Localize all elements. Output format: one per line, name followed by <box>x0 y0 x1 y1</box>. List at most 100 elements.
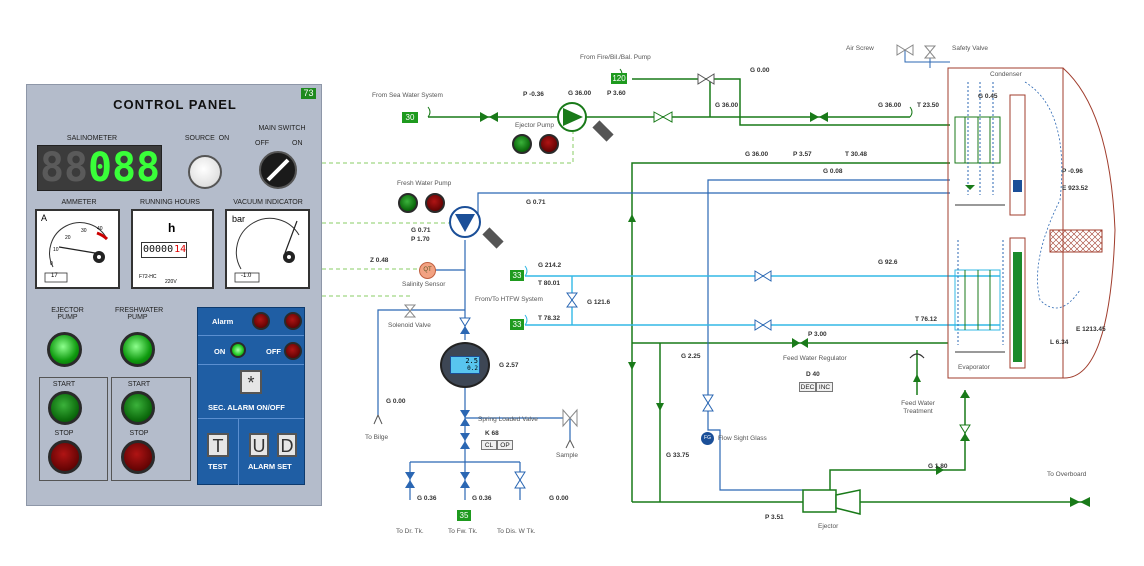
flow-meter: 2.5 0.2 <box>440 342 490 388</box>
from-sea-water-label: From Sea Water System <box>372 92 443 99</box>
g-reading: G 0.36 <box>417 495 437 502</box>
ejector-pump-stop-lamp[interactable] <box>539 134 559 154</box>
vacuum-dial-icon <box>234 217 300 283</box>
salinity-sensor-icon[interactable]: QT <box>419 262 436 279</box>
freshwater-stop-label: STOP <box>129 430 149 437</box>
g-reading: G 2.57 <box>499 362 519 369</box>
salinometer-digit: 8 <box>112 145 137 191</box>
vacuum-indicator-label: VACUUM INDICATOR <box>233 199 303 206</box>
p-reading: P 3.57 <box>793 151 812 158</box>
p-reading: P 1.70 <box>411 236 430 243</box>
freshwater-pump-running-lamp <box>120 332 155 367</box>
sec-alarm-label: SEC. ALARM ON/OFF <box>208 403 285 412</box>
source-state-text: ON <box>218 135 230 142</box>
running-hours-label: RUNNING HOURS <box>140 199 200 206</box>
close-button[interactable]: CL <box>481 440 497 450</box>
running-hours-model: F72-HC <box>139 274 157 280</box>
running-hours-digits: 00000 <box>143 244 174 255</box>
salinometer-label: SALINOMETER <box>66 135 118 142</box>
fresh-water-pump-label: Fresh Water Pump <box>397 180 452 187</box>
ammeter-model: 17 <box>51 273 58 279</box>
running-hours-voltage: 220V <box>165 279 177 285</box>
alarm-lamp-2 <box>284 312 302 330</box>
g-reading: G 92.6 <box>878 259 898 266</box>
fire-pump-tag[interactable]: 120 <box>611 73 627 84</box>
e-reading: E 923.52 <box>1062 185 1089 192</box>
panel-number-badge: 73 <box>301 88 316 99</box>
fw-tank-tag[interactable]: 35 <box>457 510 471 521</box>
evaporator-label: Evaporator <box>958 364 990 371</box>
freshwater-pump-start-button[interactable] <box>121 391 155 425</box>
htfw-supply-tag[interactable]: 33 <box>510 270 524 281</box>
g-reading: G 36.00 <box>568 90 592 97</box>
flow-meter-display: 2.5 0.2 <box>450 356 480 374</box>
condenser-label: Condenser <box>990 71 1022 78</box>
sec-alarm-star-button[interactable]: * <box>240 370 262 394</box>
z-reading: Z 0.48 <box>370 257 389 264</box>
g-reading: G 214.2 <box>538 262 562 269</box>
ejector-pump-label: Ejector Pump <box>515 122 555 129</box>
sea-water-tag[interactable]: 30 <box>402 112 418 123</box>
g-reading: G 36.00 <box>715 102 739 109</box>
g-reading: G 36.00 <box>745 151 769 158</box>
inc-button[interactable]: INC <box>816 382 833 392</box>
ejector-pump-stop-button[interactable] <box>48 440 82 474</box>
feed-water-treatment-label: Feed Water Treatment <box>901 400 935 415</box>
freshwater-pump-stop-button[interactable] <box>121 440 155 474</box>
t-reading: T 30.48 <box>845 151 868 158</box>
t-reading: T 80.01 <box>538 280 561 287</box>
to-fw-tk-label: To Fw. Tk. <box>448 528 478 535</box>
alarm-set-up-button[interactable]: U <box>249 433 269 457</box>
dec-button[interactable]: DEC <box>799 382 816 392</box>
from-htfw-label: From/To HTFW System <box>475 296 543 303</box>
k-reading: K 68 <box>485 430 499 437</box>
main-switch-indicator-icon <box>266 158 290 182</box>
t-reading: T 23.50 <box>917 102 940 109</box>
htfw-return-tag[interactable]: 33 <box>510 319 524 330</box>
main-switch-off-label: OFF <box>255 140 269 147</box>
t-reading: T 78.32 <box>538 315 561 322</box>
g-reading: G 0.00 <box>750 67 770 74</box>
alarm-on-label: ON <box>214 347 226 356</box>
alarm-panel: Alarm ON OFF * SEC. ALARM ON/OFF T U D T… <box>197 307 305 485</box>
open-button[interactable]: OP <box>497 440 513 450</box>
source-on-lamp[interactable] <box>188 155 222 189</box>
safety-valve-label: Safety Valve <box>952 45 989 52</box>
solenoid-valve-label: Solenoid Valve <box>388 322 431 329</box>
ammeter-scale-20: 20 <box>65 235 71 241</box>
g-reading: G 1.80 <box>928 463 948 470</box>
fresh-water-pump-stop-lamp[interactable] <box>425 193 445 213</box>
alarm-off-label: OFF <box>266 347 281 356</box>
ammeter-label: AMMETER <box>61 199 97 206</box>
alarm-set-down-button[interactable]: D <box>277 433 297 457</box>
main-switch-knob[interactable] <box>259 151 297 189</box>
p-reading: P 3.60 <box>607 90 626 97</box>
g-reading: G 0.00 <box>549 495 569 502</box>
g-reading: G 0.36 <box>472 495 492 502</box>
sample-label: Sample <box>556 452 579 459</box>
g-reading: G 121.6 <box>587 299 611 306</box>
alarm-set-label: ALARM SET <box>248 462 292 471</box>
ammeter-unit: A <box>41 213 48 223</box>
alarm-off-lamp <box>284 342 302 360</box>
test-t-button[interactable]: T <box>207 433 229 457</box>
ejector-pump-start-lamp[interactable] <box>512 134 532 154</box>
ejector-stop-label: STOP <box>54 430 74 437</box>
g-reading: G 0.71 <box>411 227 431 234</box>
test-label: TEST <box>208 462 228 471</box>
source-label: SOURCE ON <box>177 135 237 142</box>
e-reading: E 1213.45 <box>1076 326 1106 333</box>
ejector-pump-start-button[interactable] <box>48 391 82 425</box>
ammeter-dial-icon <box>44 222 109 283</box>
ammeter-scale-40: 40 <box>97 226 103 232</box>
fresh-water-pump-start-lamp[interactable] <box>398 193 418 213</box>
running-hours-value: 0000014 <box>141 242 188 258</box>
alarm-lamp-1 <box>252 312 270 330</box>
feed-water-regulator-label: Feed Water Regulator <box>783 355 847 362</box>
ejector-start-label: START <box>52 381 76 388</box>
ammeter-scale-0: 0 <box>50 261 53 267</box>
main-switch-label: MAIN SWITCH <box>258 125 306 132</box>
vacuum-unit: bar <box>232 214 246 224</box>
salinometer-digit: 8 <box>40 145 65 191</box>
